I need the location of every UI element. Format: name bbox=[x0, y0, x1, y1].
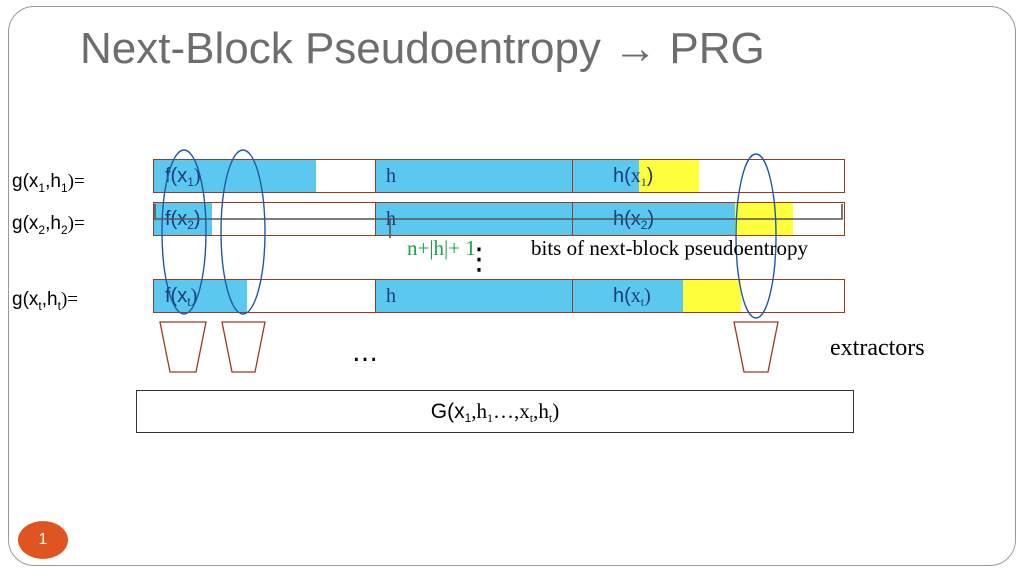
horizontal-ellipsis: … bbox=[352, 338, 378, 368]
extractor-funnel-3 bbox=[733, 321, 779, 373]
h-segment bbox=[375, 159, 573, 193]
extractor-funnel-2 bbox=[221, 321, 266, 373]
vertical-ellipsis: ⋮ bbox=[464, 242, 494, 277]
hx-yellow-fill bbox=[639, 160, 699, 192]
slide-title: Next-Block Pseudoentropy → PRG bbox=[80, 24, 765, 73]
prg-output-box: G(x1,h1…,xt,ht) bbox=[136, 390, 854, 433]
f-label: f(xt) bbox=[165, 285, 198, 309]
hx-label: h(xt) bbox=[613, 285, 651, 309]
hx-blue-fill bbox=[573, 280, 683, 312]
brace-line bbox=[154, 204, 843, 220]
extractor-funnel-1 bbox=[159, 321, 207, 373]
bar-row-t: f(xt) h h(xt) bbox=[153, 279, 845, 313]
page-number-badge: 1 bbox=[18, 521, 68, 559]
row-label-1: g(x1,h1)= bbox=[12, 171, 85, 195]
f-label: f(x1) bbox=[165, 165, 201, 189]
h-label: h bbox=[386, 285, 396, 307]
extract-ellipse-2 bbox=[220, 149, 266, 315]
extractors-label: extractors bbox=[830, 335, 925, 361]
annotation-text: bits of next-block pseudoentropy bbox=[531, 236, 809, 260]
bit-count: n+|h|+ 1 bbox=[407, 236, 476, 260]
extract-ellipse-3 bbox=[735, 153, 777, 319]
f-padding bbox=[247, 279, 376, 313]
slide-frame bbox=[8, 6, 1016, 566]
h-label: h bbox=[386, 165, 396, 187]
hx-label: h(x1) bbox=[613, 165, 654, 189]
prg-output-label: G(x1,h1…,xt,ht) bbox=[430, 399, 560, 425]
extract-ellipse-1 bbox=[161, 149, 207, 315]
row-label-t: g(xt,ht)= bbox=[12, 289, 78, 313]
hx-blue-fill bbox=[573, 160, 639, 192]
hx-yellow-fill bbox=[683, 280, 741, 312]
row-label-2: g(x2,h2)= bbox=[12, 213, 85, 237]
f-segment bbox=[153, 159, 317, 193]
h-segment bbox=[375, 279, 573, 313]
bar-row-1: f(x1) h h(x1) bbox=[153, 159, 845, 193]
